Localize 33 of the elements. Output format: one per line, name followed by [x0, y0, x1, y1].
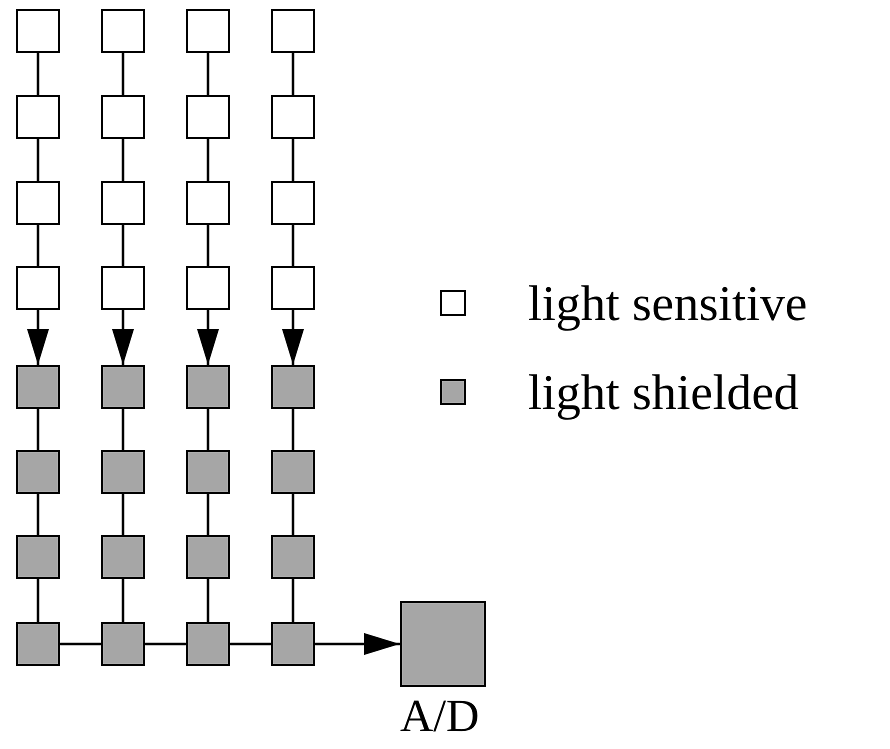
connector-line	[36, 579, 40, 622]
connector-line	[122, 53, 124, 95]
connector-line	[36, 494, 40, 535]
connector-line	[292, 409, 294, 450]
node-label: A/D	[400, 693, 480, 739]
connector-line	[292, 225, 294, 266]
connector-line	[292, 579, 294, 622]
connector-line	[206, 53, 210, 95]
arrow	[282, 310, 304, 365]
connector-line	[292, 53, 294, 95]
connector-line	[122, 409, 124, 450]
connector-line	[206, 579, 210, 622]
connector-line	[292, 139, 294, 181]
connector-line	[145, 642, 186, 646]
arrow	[315, 633, 400, 655]
connector-line	[36, 53, 40, 95]
connector-line	[60, 642, 101, 646]
connector-line	[36, 409, 40, 450]
connector-line	[122, 579, 124, 622]
connector-line	[206, 139, 210, 181]
connector-line	[36, 225, 40, 266]
arrow	[27, 310, 49, 365]
connector-line	[122, 225, 124, 266]
connector-line	[206, 225, 210, 266]
connector-line	[292, 494, 294, 535]
arrow	[197, 310, 219, 365]
connector-line	[36, 139, 40, 181]
arrow	[112, 310, 134, 365]
connector-line	[230, 642, 271, 646]
connector-line	[206, 409, 210, 450]
connector-line	[122, 139, 124, 181]
connector-line	[122, 494, 124, 535]
connector-line	[206, 494, 210, 535]
